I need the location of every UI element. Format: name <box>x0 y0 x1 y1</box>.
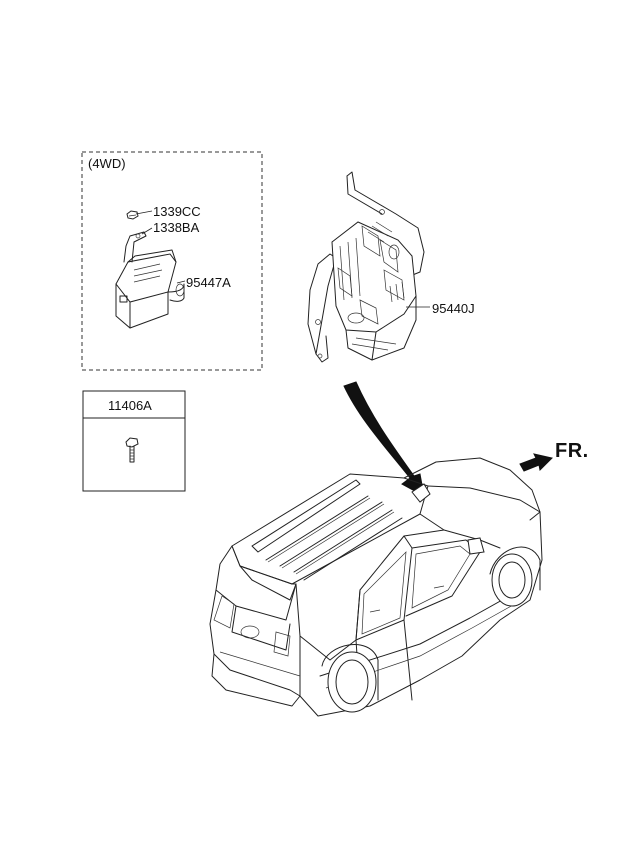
part-number-1339CC: 1339CC <box>153 204 201 219</box>
vehicle-outline <box>209 457 543 717</box>
leader-95447A <box>176 280 186 284</box>
control-unit-95440J <box>307 171 425 363</box>
part-number-11406A: 11406A <box>108 398 152 413</box>
bolt-11406A <box>125 437 139 463</box>
part-number-95447A: 95447A <box>186 275 231 290</box>
leader-1339CC <box>135 210 153 215</box>
group-box-label: (4WD) <box>88 156 126 171</box>
location-arrow <box>343 381 425 497</box>
front-direction-arrow <box>519 453 553 472</box>
leader-1338BA <box>141 227 153 235</box>
bolt-1339CC <box>126 210 139 220</box>
part-number-95440J: 95440J <box>432 301 475 316</box>
part-number-1338BA: 1338BA <box>153 220 200 235</box>
front-direction-label: FR. <box>555 440 589 462</box>
4wd-group-box <box>81 151 263 371</box>
transfer-case-module-95447A <box>115 231 185 329</box>
bolt-11406A-box <box>82 390 186 492</box>
